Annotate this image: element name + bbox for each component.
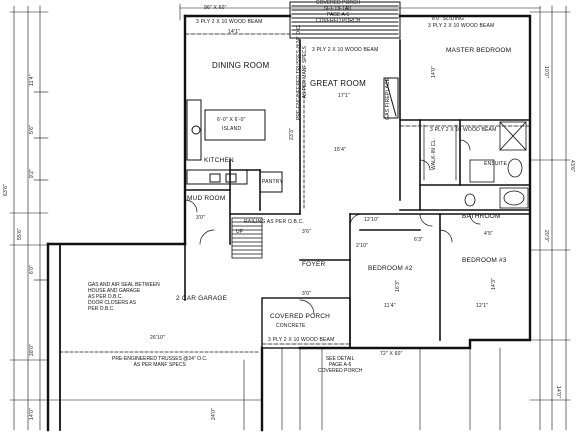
great-room-label: GREAT ROOM	[310, 79, 366, 88]
closet-shelves	[423, 124, 457, 181]
gas-air-seal-line-5: PER O.B.C.	[88, 306, 115, 312]
bottom-porch-note-line-3: COVERED PORCH	[318, 368, 363, 374]
gas-air-seal-line-2: HOUSE AND GARAGE	[88, 288, 141, 294]
concrete-label: CONCRETE	[276, 323, 306, 329]
kitchen-label: KITCHEN	[204, 157, 234, 164]
dim-right-4: 14'0"	[555, 386, 561, 399]
kitchen-counters	[186, 99, 248, 185]
fireplace	[383, 77, 399, 119]
up-flag: UP	[236, 229, 244, 235]
mud-room-label: MUD ROOM	[187, 195, 226, 202]
dim-left-1: 11'4"	[29, 74, 35, 86]
great-truss-line-2: AS PER MANF SPECS	[302, 46, 308, 99]
bottom-porch-note-line-2: PAGE A-6	[328, 362, 352, 368]
dim-left-8: 14'0"	[29, 407, 35, 420]
garage-truss-line-1: PRE-ENGINEERED TRUSSES @24" O.C.	[112, 356, 208, 362]
top-porch-note-line-4: COVERED PORCH	[316, 18, 361, 24]
dim-great-w: 17'1"	[338, 93, 351, 99]
beam-top-right-note: 3 PLY 2 X 10 WOOD BEAM	[428, 23, 495, 29]
dim-small-f: 12'10"	[364, 217, 380, 223]
interior-walls	[184, 39, 531, 349]
dim-right-3: 20'3"	[543, 230, 549, 243]
gas-fireplace-label: GAS FIREPLACE	[385, 77, 391, 120]
gas-air-seal-line-3: AS PER O.B.C.	[88, 294, 123, 300]
gas-air-seal-note: GAS AND AIR SEAL BETWEEN HOUSE AND GARAG…	[88, 282, 160, 312]
gas-air-seal-line-1: GAS AND AIR SEAL BETWEEN	[88, 282, 160, 288]
left-dimension-lines	[9, 5, 49, 431]
dim-bed2-w: 11'4"	[384, 303, 396, 309]
garage-truss-line-2: AS PER MANF SPECS	[133, 362, 186, 368]
island-label: ISLAND	[222, 126, 242, 132]
stair-treads	[231, 217, 263, 259]
foyer-label: FOYER	[302, 261, 326, 268]
beam-right-note: 3 PLY 2 X 10 WOOD BEAM	[430, 127, 497, 133]
top-porch-note-line-2: SEE DETAIL	[323, 6, 353, 12]
garage-label: 2 CAR GARAGE	[176, 295, 228, 302]
bottom-dimension-lines	[47, 347, 501, 431]
dim-left-5: 9'2"	[29, 168, 35, 178]
dim-foyer-w: 3'0"	[302, 291, 312, 297]
great-truss-note: PRE-ENGINEERED TRUSSES @24" O.C. AS PER …	[296, 25, 308, 120]
dim-dining-w: 14'1"	[228, 29, 241, 35]
dim-right-1: 10'0"	[543, 66, 549, 79]
dining-room-label: DINING ROOM	[212, 61, 270, 70]
bedroom-3-label: BEDROOM #3	[462, 257, 507, 264]
ensuite-label: ENSUITE	[484, 161, 508, 167]
island-outline	[204, 109, 266, 141]
pantry-outline	[259, 171, 283, 193]
top-porch-note-line-1: COVERED PORCH	[316, 0, 361, 6]
walk-in-closet-label: WALK-IN CL.	[431, 137, 437, 170]
dim-small-e: 3'0"	[196, 215, 206, 221]
door-swings	[184, 139, 481, 315]
right-dimension-lines	[529, 5, 571, 431]
window-bottom-note: 72" X 60"	[380, 351, 403, 357]
dim-bed3-w: 12'1"	[476, 303, 489, 309]
dim-left-4: 55'6"	[17, 227, 23, 240]
railing-note: RAILING AS PER O.B.C.	[244, 219, 305, 225]
master-bedroom-label: MASTER BEDROOM	[446, 47, 512, 54]
garage-truss-note: PRE-ENGINEERED TRUSSES @24" O.C. AS PER …	[112, 356, 207, 368]
beam-bottom-note: 3 PLY 2 X 10 WOOD BEAM	[268, 337, 335, 343]
dim-small-a: 3'6"	[302, 229, 312, 235]
dim-small-c: 6'3"	[414, 237, 424, 243]
island-size-label: 6'-0" X 6'-0"	[217, 117, 246, 123]
sliding-door-note: 8'0" SLIDING	[432, 16, 465, 22]
dim-small-d: 4'5"	[484, 231, 494, 237]
bottom-porch-note-line-1: SEE DETAIL	[325, 356, 355, 362]
dim-master-h: 14'0"	[431, 65, 437, 78]
dim-left-2: 5'6"	[29, 124, 35, 134]
gas-air-seal-line-4: DOOR CLOSERS AS	[88, 300, 137, 306]
dim-bed3-h: 14'3"	[491, 277, 497, 290]
top-porch	[289, 1, 401, 39]
dim-left-7: 28'0"	[29, 343, 35, 356]
top-porch-note-line-3: PAGE A-5	[326, 12, 350, 18]
bottom-porch-note: SEE DETAIL PAGE A-6 COVERED PORCH	[318, 356, 362, 374]
dim-great-d: 15'4"	[334, 147, 347, 153]
front-porch	[261, 297, 351, 349]
bathroom-label: BATHROOM	[462, 213, 501, 220]
bedroom-2-label: BEDROOM #2	[368, 265, 413, 272]
top-porch-note: COVERED PORCH SEE DETAIL PAGE A-5 COVERE…	[316, 0, 360, 24]
dim-small-b: 2'10"	[356, 243, 369, 249]
front-porch-label: COVERED PORCH	[270, 313, 331, 320]
dim-left-6: 6'0"	[29, 264, 35, 274]
dim-left-3: 63'6"	[3, 183, 9, 196]
dim-right-2: 43'6"	[569, 160, 575, 173]
dim-garage-d: 24'0"	[211, 407, 217, 420]
exterior-walls	[46, 14, 532, 432]
beam-top-mid-note: 3 PLY 2 X 10 WOOD BEAM	[312, 47, 379, 53]
beam-top-left-note: 3 PLY 2 X 10 WOOD BEAM	[196, 19, 263, 25]
dim-bed2-h: 16'3"	[395, 279, 401, 292]
window-top-note: 96" X 60"	[204, 5, 227, 11]
dim-garage-w: 26'10"	[150, 335, 166, 341]
pantry-label: PANTRY	[262, 179, 284, 185]
dim-great-h: 23'3"	[289, 127, 295, 140]
ensuite-fixtures	[464, 121, 529, 209]
